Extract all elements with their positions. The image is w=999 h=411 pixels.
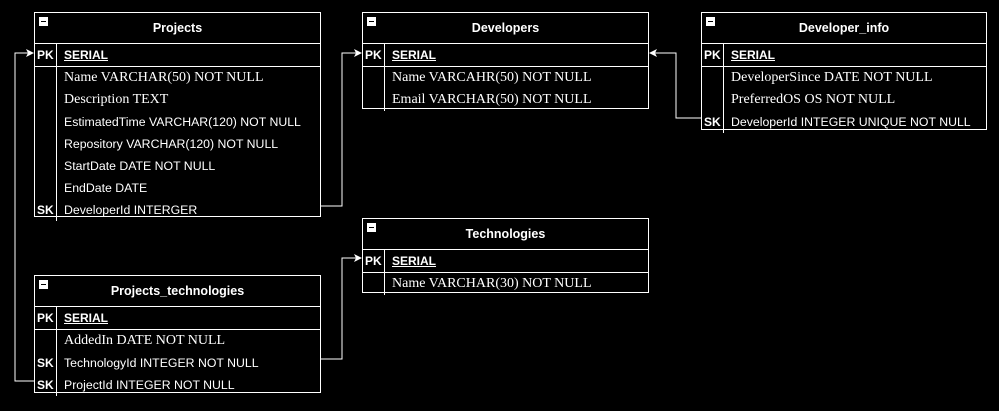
table-row[interactable]: Name VARCAHR(50) NOT NULL xyxy=(363,67,648,89)
key-label xyxy=(35,111,57,133)
field-label: Email VARCHAR(50) NOT NULL xyxy=(392,92,592,107)
table-header[interactable]: Projects xyxy=(35,13,320,44)
table-row-pk[interactable]: PK SERIAL xyxy=(363,44,648,67)
table-row-pk[interactable]: PK SERIAL xyxy=(35,307,320,330)
field-label: EstimatedTime VARCHAR(120) NOT NULL xyxy=(64,115,301,129)
field-label: ProjectId INTEGER NOT NULL xyxy=(64,378,235,392)
key-label xyxy=(702,67,724,89)
table-row[interactable]: Email VARCHAR(50) NOT NULL xyxy=(363,89,648,111)
table-title: Projects xyxy=(152,21,203,35)
table-row[interactable]: Repository VARCHAR(120) NOT NULL xyxy=(35,133,320,155)
edge-projects-technologies-to-projects xyxy=(14,49,35,382)
key-label: PK xyxy=(35,44,57,66)
key-label: SK xyxy=(35,199,57,221)
field-label: SERIAL xyxy=(392,254,437,268)
table-row[interactable]: DeveloperSince DATE NOT NULL xyxy=(702,67,986,89)
key-label xyxy=(35,330,57,352)
collapse-icon[interactable] xyxy=(39,17,48,26)
edge-projects-to-developers xyxy=(320,49,362,207)
key-label xyxy=(35,177,57,199)
key-label xyxy=(363,89,385,111)
field-label: Repository VARCHAR(120) NOT NULL xyxy=(64,137,279,151)
field-label: Description TEXT xyxy=(64,92,169,107)
table-row[interactable]: SK TechnologyId INTEGER NOT NULL xyxy=(35,352,320,374)
field-label: EndDate DATE xyxy=(64,181,148,195)
key-label xyxy=(35,133,57,155)
key-label: PK xyxy=(702,44,724,66)
field-label: TechnologyId INTEGER NOT NULL xyxy=(64,356,259,370)
collapse-icon[interactable] xyxy=(367,17,376,26)
table-row[interactable]: StartDate DATE NOT NULL xyxy=(35,155,320,177)
key-label xyxy=(35,67,57,89)
field-label: Name VARCAHR(50) NOT NULL xyxy=(392,70,592,85)
collapse-icon[interactable] xyxy=(706,17,715,26)
field-label: DeveloperSince DATE NOT NULL xyxy=(731,70,933,85)
field-label: Name VARCHAR(30) NOT NULL xyxy=(392,276,592,291)
key-label: SK xyxy=(35,374,57,396)
table-title: Projects_technologies xyxy=(110,284,245,298)
table-row[interactable]: Description TEXT xyxy=(35,89,320,111)
table-row[interactable]: SK DeveloperId INTERGER xyxy=(35,199,320,221)
collapse-icon[interactable] xyxy=(367,223,376,232)
table-title: Developers xyxy=(471,21,540,35)
table-header[interactable]: Projects_technologies xyxy=(35,276,320,307)
edge-developer-info-to-developers xyxy=(649,49,701,119)
table-projects[interactable]: Projects PK SERIAL Name VARCHAR(50) NOT … xyxy=(34,12,321,221)
table-header[interactable]: Technologies xyxy=(363,219,648,250)
table-title: Technologies xyxy=(465,227,546,241)
table-row[interactable]: EndDate DATE xyxy=(35,177,320,199)
table-developer-info[interactable]: Developer_info PK SERIAL DeveloperSince … xyxy=(701,12,987,133)
field-label: SERIAL xyxy=(64,311,109,325)
field-label: SERIAL xyxy=(392,48,437,62)
table-projects-technologies[interactable]: Projects_technologies PK SERIAL AddedIn … xyxy=(34,275,321,396)
field-label: StartDate DATE NOT NULL xyxy=(64,159,216,173)
field-label: DeveloperId INTERGER xyxy=(64,203,198,217)
table-header[interactable]: Developers xyxy=(363,13,648,44)
key-label: PK xyxy=(363,250,385,272)
table-developers[interactable]: Developers PK SERIAL Name VARCAHR(50) NO… xyxy=(362,12,649,111)
collapse-icon[interactable] xyxy=(39,280,48,289)
key-label xyxy=(35,155,57,177)
table-row-pk[interactable]: PK SERIAL xyxy=(35,44,320,67)
key-label: SK xyxy=(702,111,724,133)
table-header[interactable]: Developer_info xyxy=(702,13,986,44)
field-label: SERIAL xyxy=(731,48,776,62)
key-label: SK xyxy=(35,352,57,374)
field-label: SERIAL xyxy=(64,48,109,62)
table-row[interactable]: Name VARCHAR(30) NOT NULL xyxy=(363,273,648,295)
table-row[interactable]: SK ProjectId INTEGER NOT NULL xyxy=(35,374,320,396)
table-row[interactable]: Name VARCHAR(50) NOT NULL xyxy=(35,67,320,89)
key-label xyxy=(363,67,385,89)
key-label xyxy=(35,89,57,111)
edge-projects-technologies-to-technologies xyxy=(320,254,362,360)
table-row[interactable]: PreferredOS OS NOT NULL xyxy=(702,89,986,111)
field-label: AddedIn DATE NOT NULL xyxy=(64,333,226,348)
key-label: PK xyxy=(35,307,57,329)
key-label xyxy=(702,89,724,111)
field-label: DeveloperId INTEGER UNIQUE NOT NULL xyxy=(731,115,971,129)
table-row[interactable]: SK DeveloperId INTEGER UNIQUE NOT NULL xyxy=(702,111,986,133)
key-label: PK xyxy=(363,44,385,66)
key-label xyxy=(363,273,385,295)
table-row-pk[interactable]: PK SERIAL xyxy=(363,250,648,273)
table-title: Developer_info xyxy=(798,21,890,35)
table-row[interactable]: AddedIn DATE NOT NULL xyxy=(35,330,320,352)
field-label: PreferredOS OS NOT NULL xyxy=(731,92,896,107)
table-row-pk[interactable]: PK SERIAL xyxy=(702,44,986,67)
field-label: Name VARCHAR(50) NOT NULL xyxy=(64,70,264,85)
table-technologies[interactable]: Technologies PK SERIAL Name VARCHAR(30) … xyxy=(362,218,649,295)
table-row[interactable]: EstimatedTime VARCHAR(120) NOT NULL xyxy=(35,111,320,133)
